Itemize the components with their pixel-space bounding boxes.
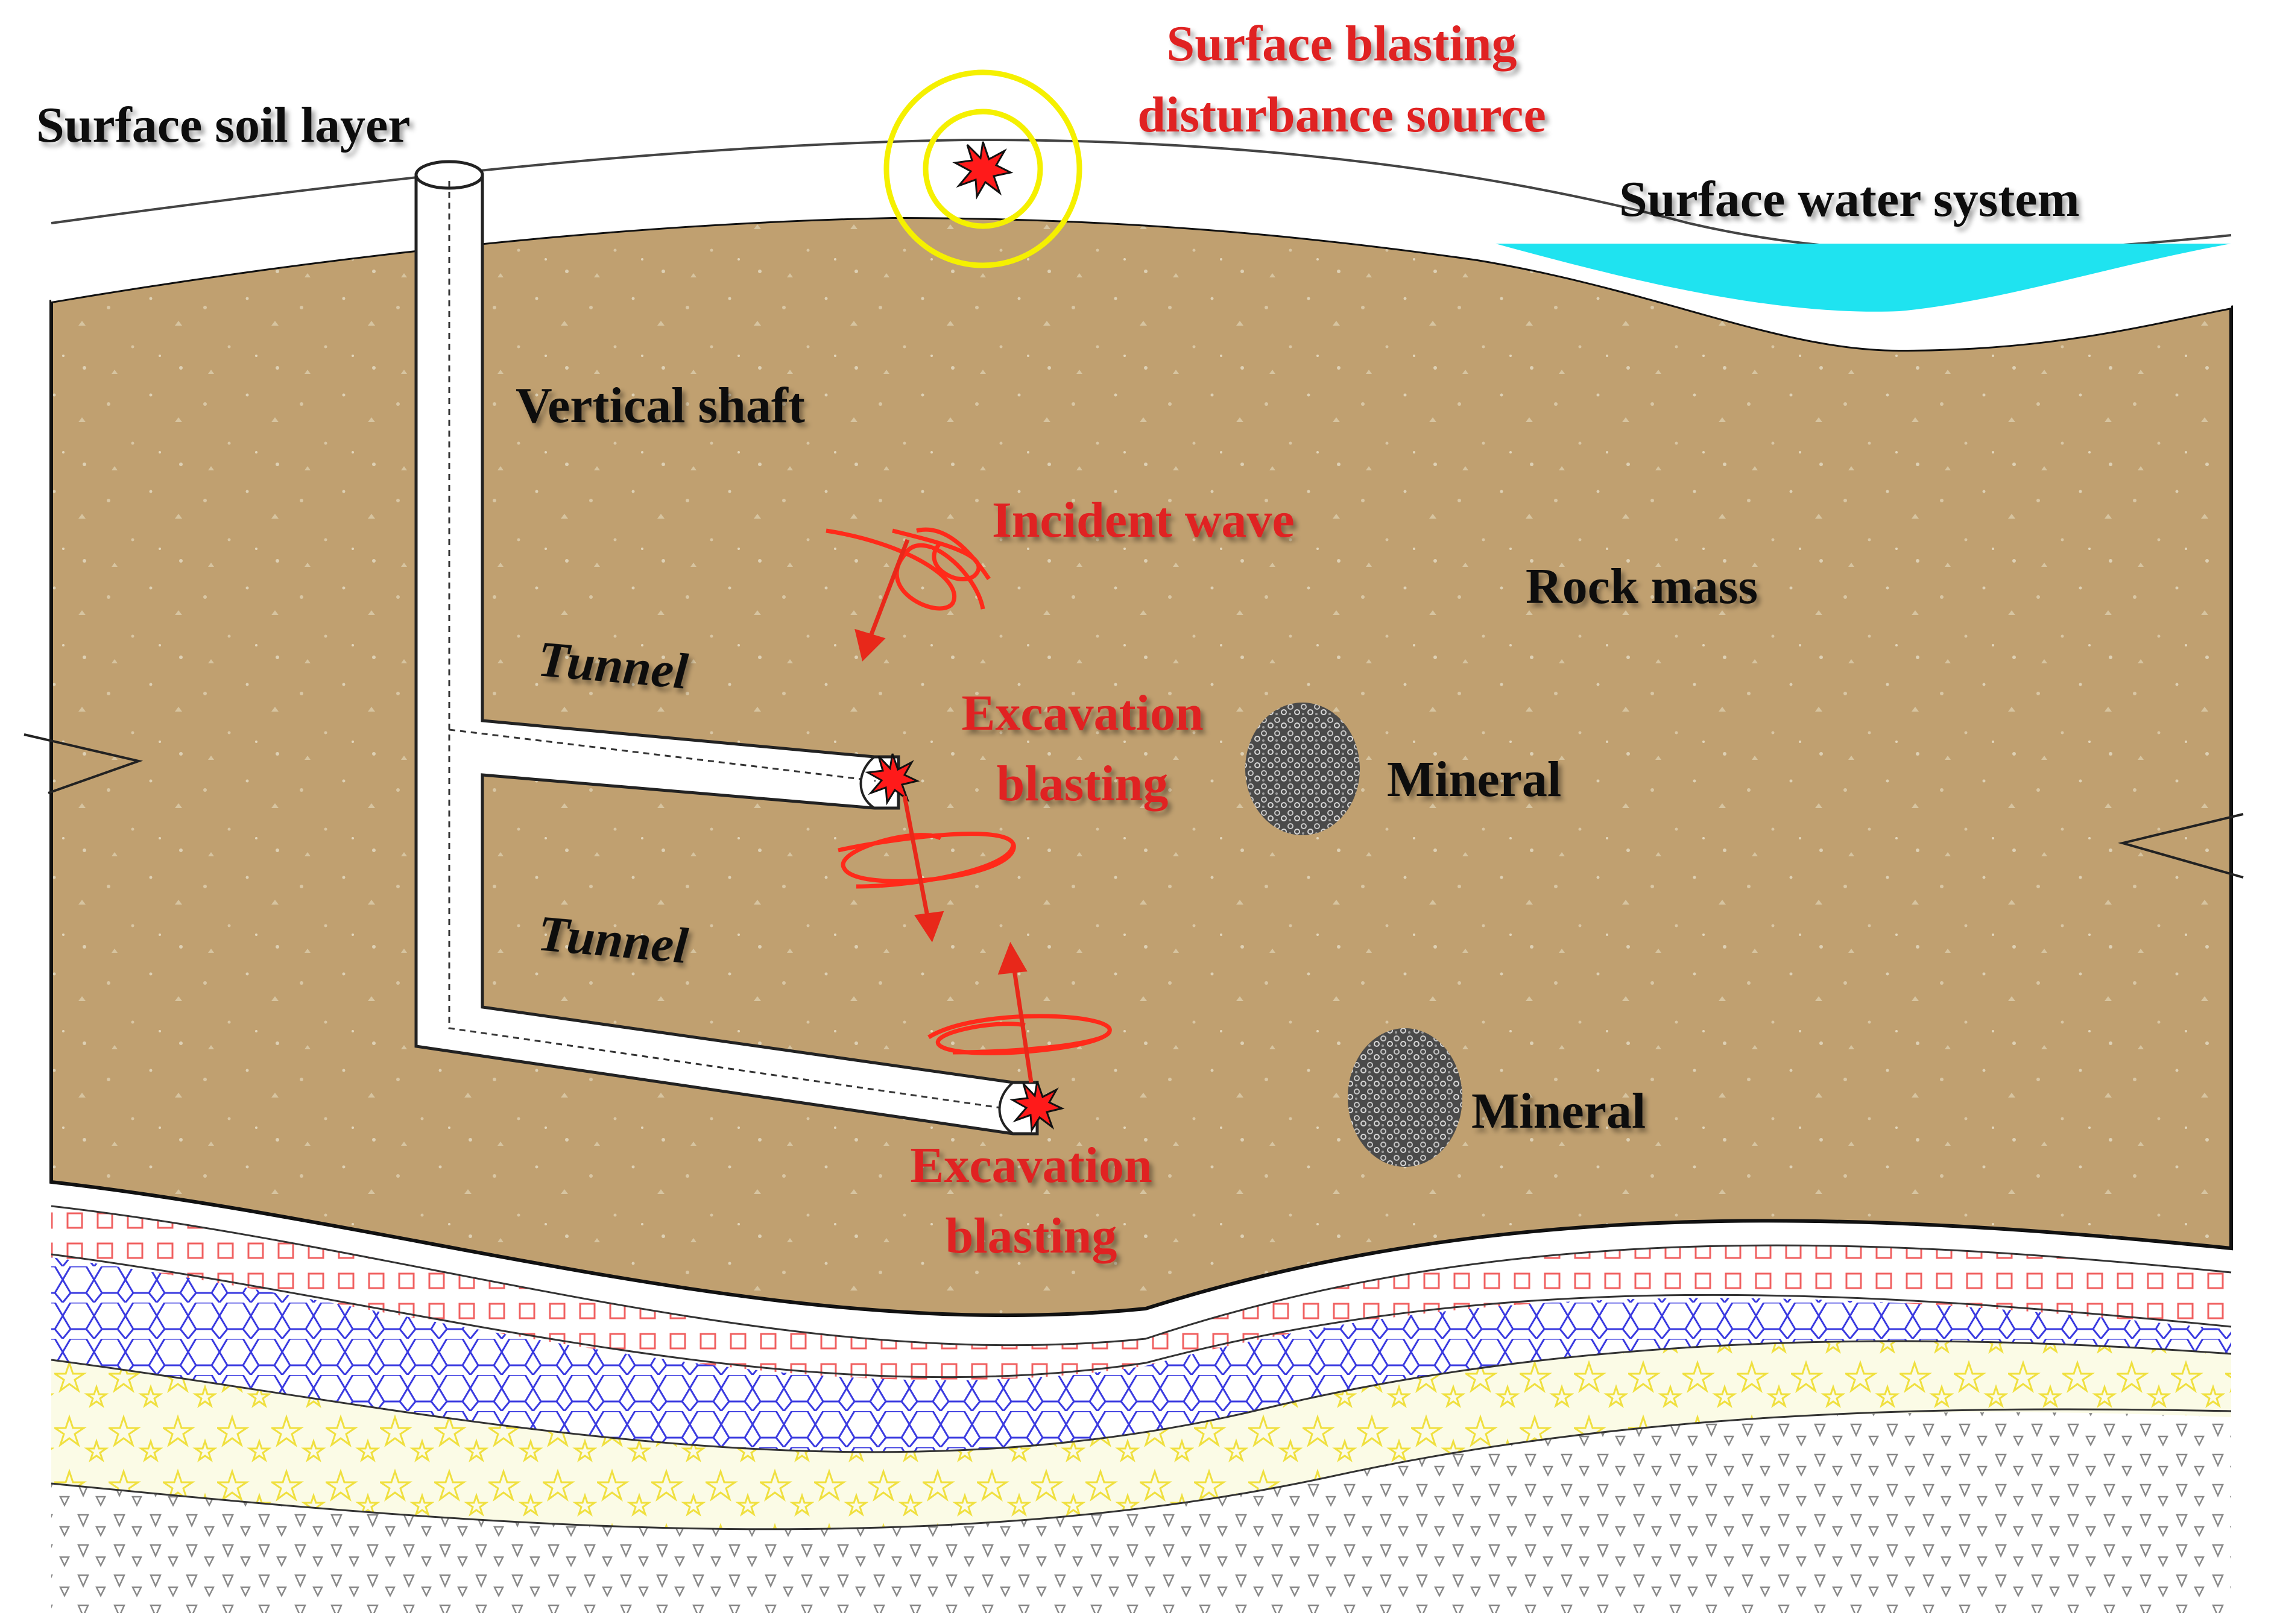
incident-wave-label: Incident wave bbox=[992, 492, 1295, 548]
wave-arrows bbox=[854, 539, 1034, 1083]
mineral-upper-label: Mineral bbox=[1387, 751, 1561, 807]
excavation-blasting-upper-line2: blasting bbox=[997, 756, 1169, 812]
disturbance-ring-inner-icon bbox=[923, 109, 1043, 229]
excavation-blasting-lower-line2: blasting bbox=[946, 1208, 1117, 1264]
vertical-shaft bbox=[414, 173, 1039, 1136]
stratum-blue-hexagons bbox=[51, 1254, 2231, 1452]
seismic-wave-icon bbox=[838, 832, 1016, 889]
surface-soil-band bbox=[51, 139, 2231, 350]
stratum-boundary-lines bbox=[51, 1205, 2232, 1531]
blast-burst-icon bbox=[1009, 1081, 1065, 1133]
tunnel-face-lower bbox=[998, 1081, 1014, 1135]
rock-mass-label: Rock mass bbox=[1526, 558, 1758, 615]
blast-burst-icon bbox=[952, 141, 1014, 200]
tunnel-upper-label: Tunnel bbox=[535, 631, 690, 700]
seismic-wave-icon bbox=[826, 527, 991, 611]
break-marks bbox=[24, 733, 2244, 879]
excavation-blasting-lower-line1: Excavation bbox=[910, 1137, 1152, 1193]
shaft-collar bbox=[414, 160, 484, 190]
shaft-and-tunnels bbox=[414, 160, 1039, 1136]
surface-water-system-label: Surface water system bbox=[1619, 171, 2080, 227]
excavation-blasting-upper-line1: Excavation bbox=[961, 685, 1203, 741]
stratum-red-squares bbox=[51, 1206, 2231, 1380]
labels: Surface soil layer Surface blasting dist… bbox=[36, 16, 2080, 1264]
stratum-gray-triangles bbox=[51, 1409, 2231, 1613]
disturbance-ring-outer-icon bbox=[883, 69, 1082, 268]
surface-blasting-label-line1: Surface blasting bbox=[1166, 16, 1517, 72]
lower-strata bbox=[51, 1205, 2232, 1613]
blast-burst-icon bbox=[865, 753, 920, 806]
tunnel-face-upper bbox=[859, 756, 876, 809]
seismic-wave-icon bbox=[927, 1014, 1112, 1055]
tunnel-lower-label: Tunnel bbox=[535, 905, 690, 974]
mineral-body-lower bbox=[1348, 1028, 1462, 1167]
mineral-body-upper bbox=[1245, 703, 1360, 835]
mineral-lower-label: Mineral bbox=[1471, 1083, 1646, 1139]
surface-blasting-label-line2: disturbance source bbox=[1137, 87, 1546, 143]
surface-soil-layer-label: Surface soil layer bbox=[36, 97, 411, 153]
surface-water-body bbox=[1495, 244, 2231, 312]
vertical-shaft-label: Vertical shaft bbox=[516, 378, 805, 434]
shaft-centerline bbox=[448, 181, 1014, 1111]
